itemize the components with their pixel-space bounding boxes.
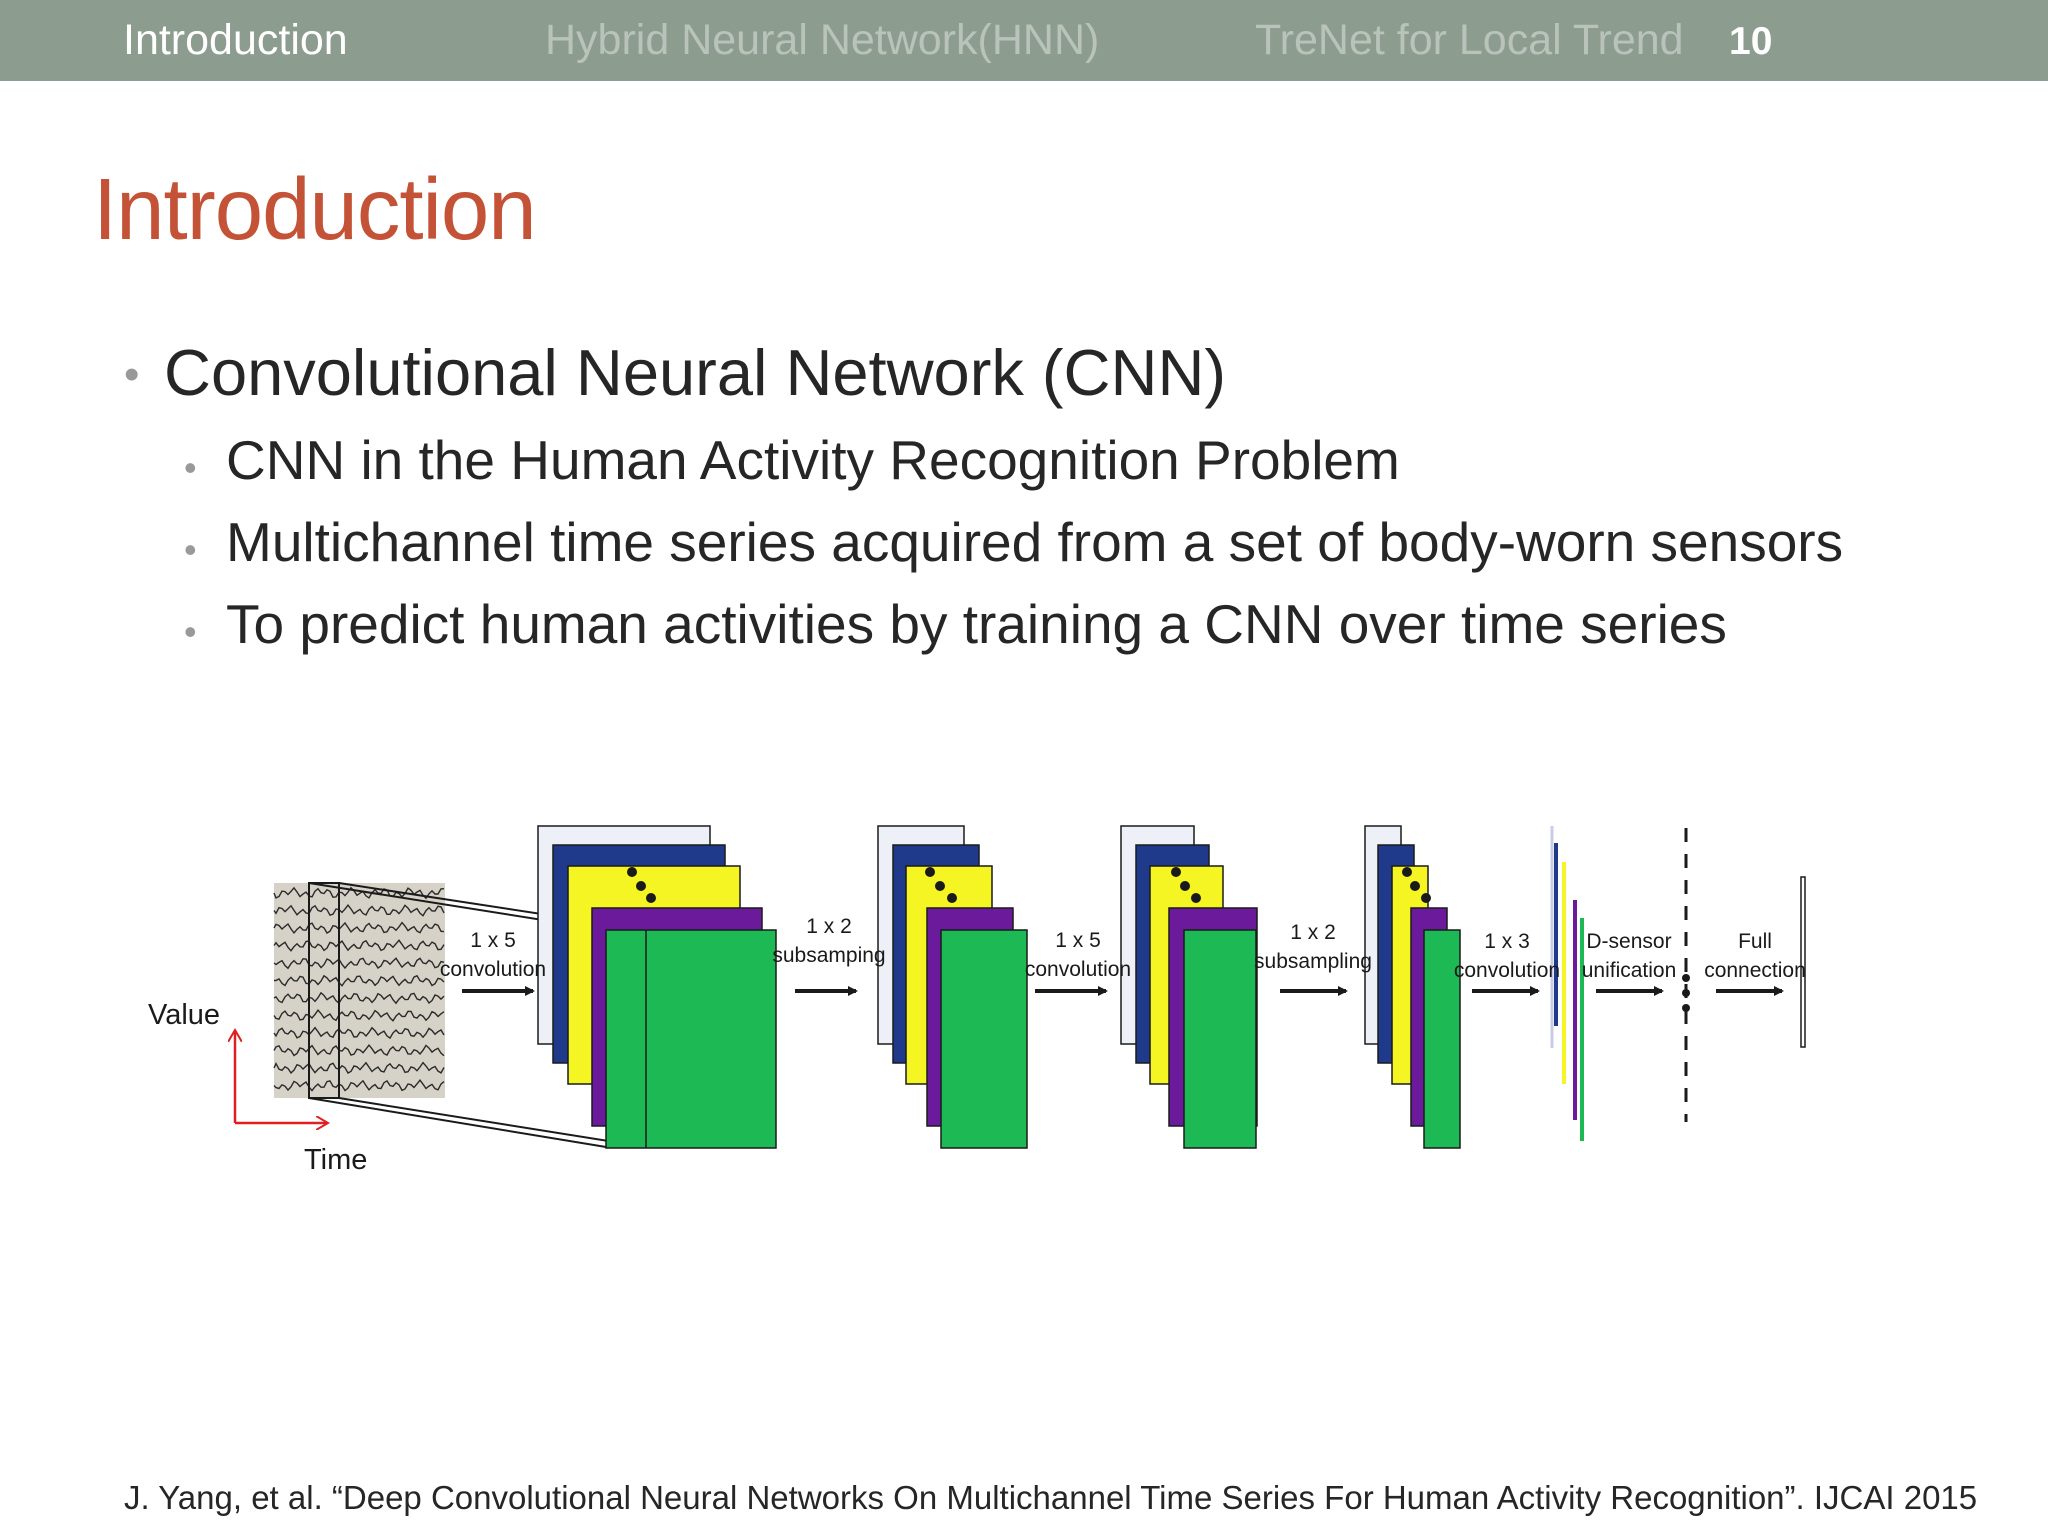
ellipsis-dot — [646, 893, 656, 903]
feature-map-purple — [591, 907, 763, 1127]
feature-map-yellow — [905, 865, 993, 1085]
feature-map-stack-4 — [1364, 825, 1461, 1149]
nav-tab-trenet-local-trend[interactable]: TreNet for Local Trend — [1255, 16, 1684, 64]
step-label-line1: 1 x 3 — [1484, 930, 1530, 953]
step-label-line2: connection — [1704, 959, 1806, 982]
feature-map-green — [605, 929, 777, 1149]
ellipsis-dot — [1180, 881, 1190, 891]
bullet-marker: • — [184, 611, 197, 652]
feature-map-stack-3 — [1120, 825, 1258, 1149]
feature-map-white — [1120, 825, 1195, 1045]
nav-tab-introduction[interactable]: Introduction — [123, 16, 348, 64]
receptive-field-lines — [308, 882, 647, 1148]
feature-map-green — [1183, 929, 1257, 1149]
ellipsis-dot — [636, 881, 646, 891]
sensor-channel-wave — [273, 1043, 445, 1057]
feature-map-purple — [1168, 907, 1258, 1127]
ellipsis-dot — [1171, 867, 1181, 877]
feature-map-green — [1423, 929, 1461, 1149]
sensor-channel-wave — [273, 904, 445, 917]
step-label-line1: 1 x 5 — [470, 929, 516, 952]
page-number: 10 — [1729, 20, 1773, 63]
feature-map-purple — [926, 907, 1014, 1127]
feature-map-stack-1 — [537, 825, 777, 1149]
sensor-channel-wave — [273, 939, 445, 952]
sensor-channel-wave — [273, 1008, 445, 1022]
sensor-channel-wave — [273, 991, 445, 1005]
ellipsis-dot — [947, 893, 957, 903]
sensor-channel-wave — [274, 974, 445, 987]
ellipsis-dot — [1191, 893, 1201, 903]
sensor-channel-wave — [273, 886, 445, 900]
ellipsis-dot — [1402, 867, 1412, 877]
step-label-line2: convolution — [1454, 959, 1560, 982]
sensor-channel-wave — [273, 1061, 445, 1074]
step-label-line1: 1 x 2 — [806, 915, 852, 938]
bullet-marker: • — [124, 350, 140, 399]
ellipsis-dot — [935, 881, 945, 891]
value-time-axes: Value Time — [148, 999, 367, 1176]
bullet-marker: • — [184, 447, 197, 488]
axis-time-label: Time — [304, 1144, 367, 1176]
slide-title: Introduction — [93, 161, 537, 258]
bullet-marker: • — [184, 529, 197, 570]
sensor-channel-wave — [273, 1079, 445, 1092]
feature-map-blue — [1135, 844, 1210, 1064]
step-label-line2: unification — [1582, 959, 1677, 982]
feature-map-white — [877, 825, 965, 1045]
axis-value-label: Value — [148, 999, 220, 1031]
feature-map-blue — [1377, 844, 1415, 1064]
feature-map-yellow — [1391, 865, 1429, 1085]
feature-map-yellow — [1149, 865, 1224, 1085]
sub-bullet-1: CNN in the Human Activity Recognition Pr… — [226, 429, 1400, 491]
step-label-line2: subsamping — [772, 944, 885, 967]
sensor-channel-wave — [273, 957, 445, 970]
feature-map-blue — [552, 844, 726, 1064]
ellipsis-dot — [1410, 881, 1420, 891]
step-label-line2: subsampling — [1254, 950, 1372, 973]
sub-bullet-3: To predict human activities by training … — [226, 593, 1727, 655]
ellipsis-dot — [1421, 893, 1431, 903]
output-layer — [1800, 876, 1806, 1048]
feature-map-white — [1364, 825, 1402, 1045]
citation: J. Yang, et al. “Deep Convolutional Neur… — [124, 1479, 1978, 1516]
ellipsis-dot — [627, 867, 637, 877]
feature-map-blue — [892, 844, 980, 1064]
step-label-line1: Full — [1738, 930, 1772, 953]
top-navigation-bar: Introduction Hybrid Neural Network(HNN) … — [0, 0, 2048, 81]
sub-bullet-2: Multichannel time series acquired from a… — [226, 511, 1844, 573]
step-labels: 1 x 5 convolution 1 x 2 subsamping 1 x 5 conv… — [440, 915, 1806, 982]
feature-map-yellow — [567, 865, 741, 1085]
step-label-line1: D-sensor — [1586, 930, 1671, 953]
input-signal-block — [273, 882, 445, 1099]
step-label-line1: 1 x 5 — [1055, 929, 1101, 952]
sensor-channel-wave — [273, 1026, 445, 1040]
feature-map-green — [940, 929, 1028, 1149]
feature-map-stacks — [537, 825, 1461, 1149]
step-label-line2: convolution — [1025, 958, 1131, 981]
nav-tab-hybrid-neural-network[interactable]: Hybrid Neural Network(HNN) — [545, 16, 1100, 64]
feature-map-white — [537, 825, 711, 1045]
feature-map-stack-2 — [877, 825, 1028, 1149]
sensor-channel-wave — [273, 921, 445, 935]
bullet-main: Convolutional Neural Network (CNN) — [164, 336, 1227, 409]
step-label-line1: 1 x 2 — [1290, 921, 1336, 944]
d-sensor-lines — [1550, 826, 1584, 1141]
ellipsis-dot — [925, 867, 935, 877]
step-label-line2: convolution — [440, 958, 546, 981]
feature-map-purple — [1410, 907, 1448, 1127]
